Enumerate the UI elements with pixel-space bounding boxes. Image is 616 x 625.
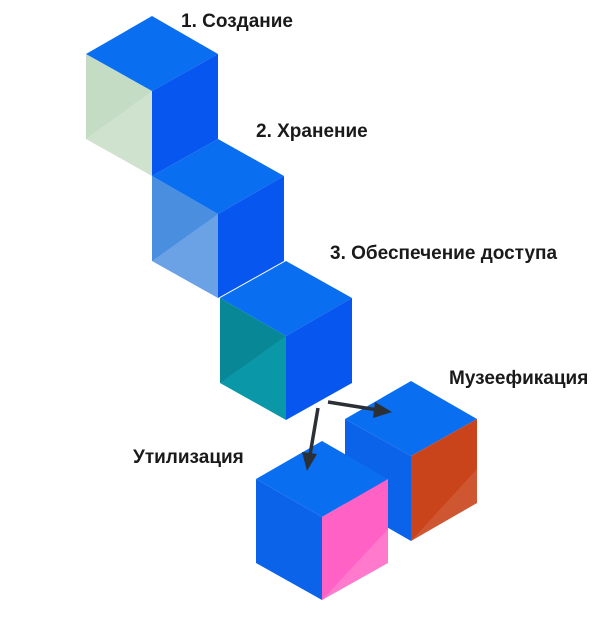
cube-storage-right-face [218, 176, 284, 298]
cube-access-right-face [286, 298, 352, 420]
cube-access-left-face-shade [220, 298, 286, 383]
arrow-to-disposal [302, 407, 320, 471]
arrow-to-museum [327, 400, 392, 418]
cube-storage-left-face-shade [152, 214, 218, 298]
cube-access [220, 261, 352, 420]
cube-disposal [256, 441, 388, 600]
cube-storage-top-face [152, 139, 284, 214]
label-disposal: Утилизация [133, 447, 244, 468]
cube-museum-right-face [411, 419, 477, 541]
cube-access-left-face [220, 298, 286, 420]
label-museum: Музеефикация [449, 368, 588, 389]
label-stage2: 2. Хранение [256, 121, 368, 142]
cube-storage [152, 139, 284, 298]
cube-disposal-right-face [322, 479, 388, 600]
cube-museum-top-face [345, 381, 477, 456]
cube-creation-top-face [86, 16, 218, 91]
label-stage3: 3. Обеспечение доступа [330, 243, 557, 264]
cube-disposal-right-face-shade [322, 529, 388, 600]
cube-creation-left-face-shade [86, 91, 152, 176]
cube-creation-right-face [152, 54, 218, 176]
cube-museum-right-face-shade [411, 469, 477, 541]
cube-storage-left-face [152, 176, 218, 298]
cube-disposal-left-face [256, 479, 322, 600]
cube-access-top-face [220, 261, 352, 336]
label-stage1: 1. Создание [181, 11, 293, 32]
cube-creation-left-face [86, 54, 152, 176]
cube-creation [86, 16, 218, 176]
